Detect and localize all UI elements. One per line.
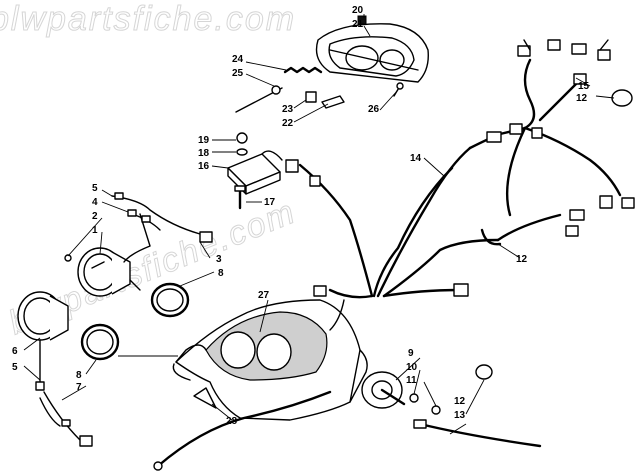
nut <box>431 405 441 415</box>
callout-2: 2 <box>92 211 98 222</box>
leader-lines <box>23 14 615 435</box>
callout-13: 13 <box>454 410 466 421</box>
cable <box>156 390 332 468</box>
callout-14: 14 <box>410 153 422 164</box>
callout-8-lower: 8 <box>76 370 82 381</box>
bulb-socket <box>305 91 317 103</box>
bezel-ring-upper <box>150 282 190 318</box>
washer <box>409 393 419 403</box>
bezel-ring-lower <box>80 323 120 361</box>
decal <box>193 387 217 409</box>
callout-23: 23 <box>282 104 294 115</box>
gauge-lower <box>17 291 93 447</box>
callout-22: 22 <box>282 118 294 129</box>
callout-17: 17 <box>264 197 276 208</box>
callout-25: 25 <box>232 68 244 79</box>
bulb <box>64 254 72 262</box>
callout-21: 21 <box>352 19 364 30</box>
callout-12-middle: 12 <box>516 254 528 265</box>
speedometer-cable <box>418 422 542 448</box>
watermark-top: blwpartsfiche.com <box>0 0 296 38</box>
callout-15: 15 <box>578 81 590 92</box>
callout-12-lower: 12 <box>454 396 466 407</box>
callout-6: 6 <box>12 346 18 357</box>
nut <box>236 132 248 144</box>
callout-20: 20 <box>352 5 364 16</box>
headlight-bracket <box>321 95 345 109</box>
callout-4: 4 <box>92 197 98 208</box>
connector <box>486 131 502 143</box>
clip-lower <box>475 364 493 380</box>
clip-upper <box>611 89 633 107</box>
callout-5-upper: 5 <box>92 183 98 194</box>
callout-27: 27 <box>258 290 270 301</box>
speedometer-drive <box>361 371 542 448</box>
gauge-upper <box>64 192 213 297</box>
callout-10: 10 <box>406 362 418 373</box>
callout-24: 24 <box>232 54 244 65</box>
headlight-assembly <box>235 15 429 113</box>
callout-26: 26 <box>368 104 380 115</box>
callout-28: 28 <box>226 416 238 427</box>
callout-11: 11 <box>406 375 417 386</box>
clip-middle <box>480 228 502 246</box>
bulb-clip <box>357 15 367 25</box>
callout-1: 1 <box>92 225 98 236</box>
voltage-regulator <box>227 132 283 210</box>
washer <box>236 148 248 156</box>
callout-12-upper: 12 <box>576 93 588 104</box>
wiring-harness <box>285 39 635 299</box>
callout-9: 9 <box>408 348 414 359</box>
instrument-console <box>172 299 368 421</box>
callout-5-lower: 5 <box>12 362 18 373</box>
callout-18: 18 <box>198 148 210 159</box>
callout-labels: 20 21 24 25 23 22 26 14 12 15 19 18 16 1… <box>12 5 590 427</box>
callout-19: 19 <box>198 135 210 146</box>
callout-7: 7 <box>76 382 82 393</box>
callout-16: 16 <box>198 161 210 172</box>
adjuster-spring <box>283 66 323 74</box>
callout-8-upper: 8 <box>218 268 224 279</box>
callout-3: 3 <box>216 254 222 265</box>
